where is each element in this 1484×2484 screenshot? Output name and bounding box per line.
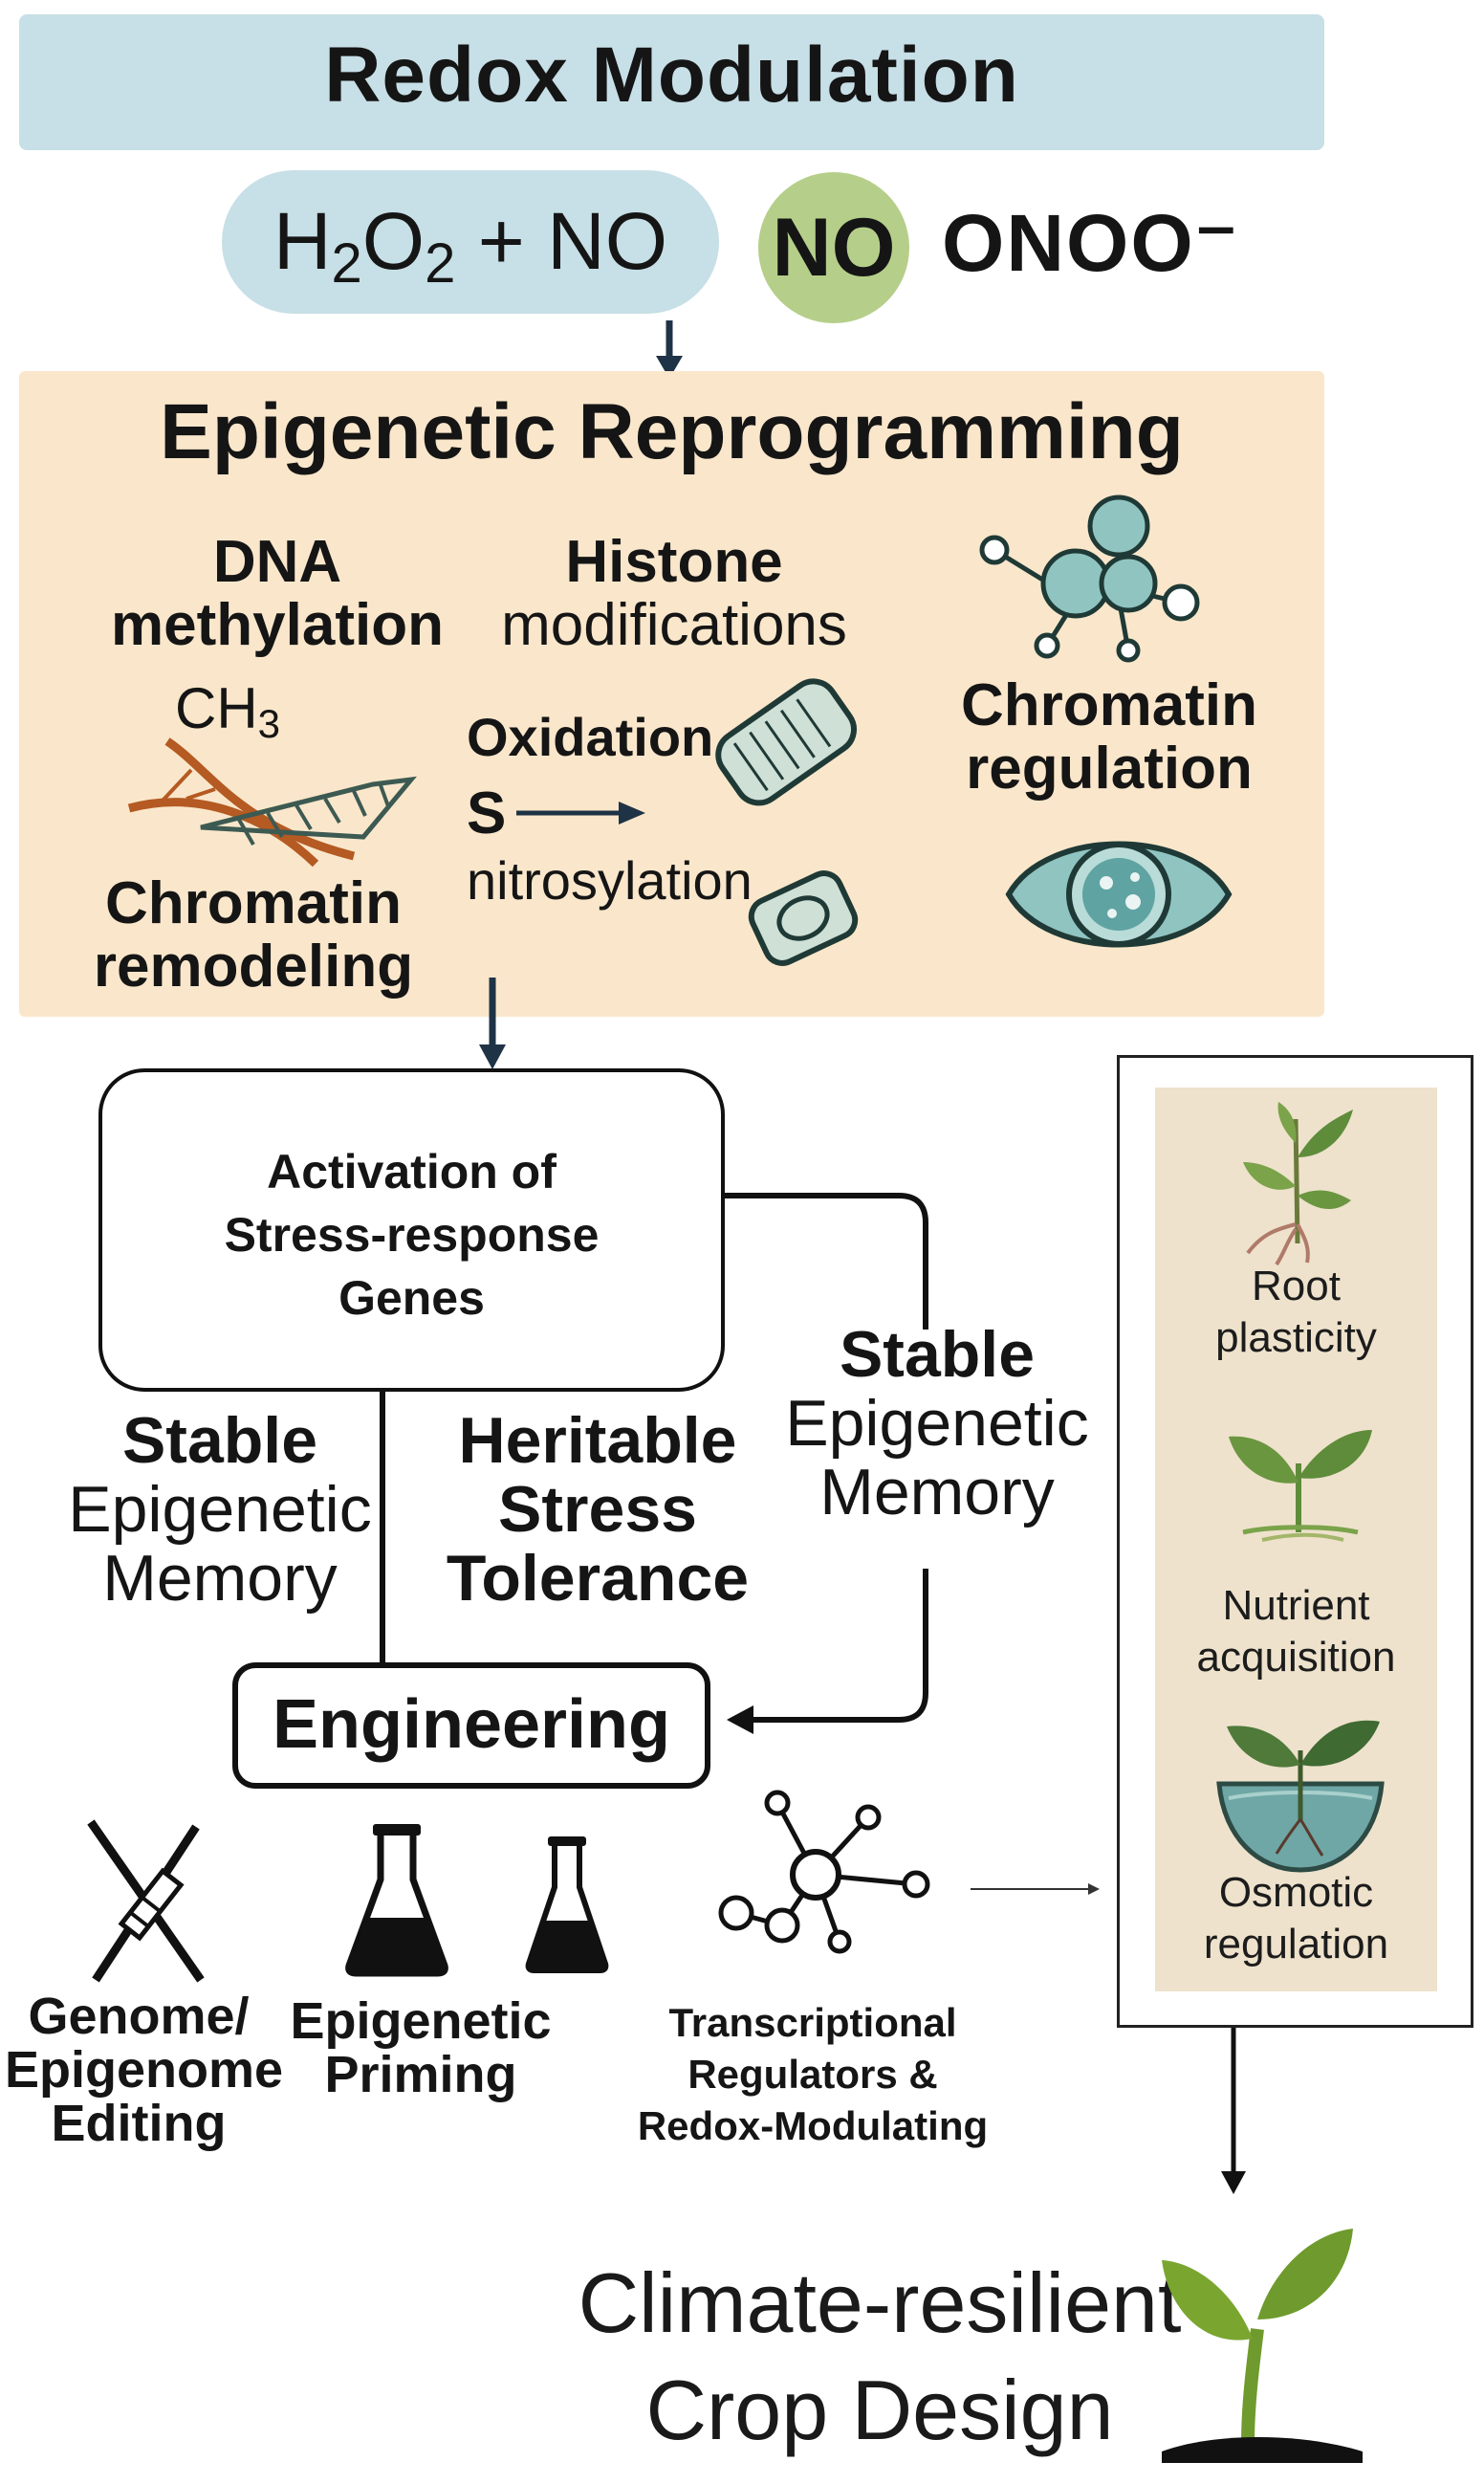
- nutrient-acquisition-label: Nutrient acquisition: [1155, 1580, 1437, 1683]
- transcriptional-label: Transcriptional Regulators & Redox-Modul…: [612, 1997, 1014, 2152]
- dna-methylation-line2: methylation: [111, 592, 444, 658]
- osmotic-line2: regulation: [1203, 1921, 1389, 1967]
- redox-title: Redox Modulation: [324, 32, 1019, 119]
- ch3-label: CH3: [175, 676, 281, 747]
- genome-line1: Genome/: [28, 1988, 250, 2045]
- epigenetic-title: Epigenetic Reprogramming: [160, 388, 1184, 475]
- oxidation-label: Oxidation: [467, 707, 714, 767]
- activation-label: Activation of Stress-response Genes: [98, 1140, 725, 1330]
- left-stable-memory-label: Stable Epigenetic Memory: [38, 1406, 402, 1613]
- heritable-line2: Stress: [498, 1473, 697, 1546]
- nitrosylation-label: nitrosylation: [467, 850, 753, 911]
- activation-box: [98, 1068, 725, 1392]
- trans-line3: Redox-Modulating: [637, 2103, 989, 2148]
- root-plant-icon: [1243, 1102, 1353, 1266]
- redox-banner: [19, 14, 1324, 150]
- left-memory-line2: Epigenetic: [68, 1473, 372, 1546]
- osmotic-regulation-label: Osmotic regulation: [1155, 1867, 1437, 1970]
- activation-line2: Stress-response: [224, 1208, 600, 1262]
- chromatin-regulation-line1: Chromatin: [961, 672, 1257, 738]
- root-line1: Root: [1252, 1263, 1341, 1309]
- engineering-box: [232, 1662, 710, 1789]
- root-plasticity-label: Root plasticity: [1155, 1261, 1437, 1364]
- nitrosylation-arrow: [516, 802, 645, 824]
- chromatin-remodeling-line2: remodeling: [93, 934, 414, 1000]
- genome-line2: Epigenome: [5, 2041, 284, 2099]
- right-memory-line3: Memory: [819, 1456, 1055, 1528]
- network-icon: [718, 1790, 930, 1954]
- h2o2-no-label: H2O2 + NO: [222, 195, 719, 296]
- nucleosome-icon: [748, 870, 859, 966]
- h2o2-no-pill: [222, 170, 719, 314]
- chromatin-remodeling-label: Chromatin remodeling: [81, 872, 426, 999]
- right-memory-line2: Epigenetic: [785, 1387, 1089, 1460]
- s-label: S: [467, 780, 507, 846]
- dna-methylation-label: DNA methylation: [91, 531, 464, 657]
- heritable-line1: Heritable: [458, 1404, 737, 1477]
- engineering-label: Engineering: [272, 1686, 671, 1763]
- priming-line2: Priming: [324, 2046, 517, 2103]
- seedling-icon: [1162, 2229, 1363, 2463]
- final-line1: Climate-resilient: [578, 2255, 1182, 2350]
- right-stable-memory-label: Stable Epigenetic Memory: [775, 1320, 1100, 1527]
- onoo-label: ONOO⁻: [942, 198, 1240, 288]
- genome-editing-icon: [87, 1819, 205, 1983]
- cell-nucleus-icon: [1005, 841, 1233, 948]
- histone-line1: Histone: [565, 529, 783, 595]
- genome-editing-label: Genome/ Epigenome Editing: [5, 1988, 284, 2152]
- osmotic-line1: Osmotic: [1218, 1869, 1374, 1916]
- flask-icon-small: [525, 1836, 609, 1973]
- chromatin-remodeling-line1: Chromatin: [105, 870, 402, 936]
- heritable-line3: Tolerance: [446, 1542, 750, 1615]
- activation-line3: Genes: [338, 1271, 485, 1325]
- final-line2: Crop Design: [645, 2363, 1114, 2457]
- histone-icon: [715, 678, 857, 806]
- histone-line2: modifications: [501, 592, 847, 658]
- trans-line2: Regulators &: [687, 2052, 938, 2097]
- genome-line3: Editing: [51, 2095, 227, 2152]
- species-pair: H2O2 + NO: [273, 196, 668, 295]
- dna-methylation-line1: DNA: [212, 529, 342, 595]
- flask-icon-large: [345, 1824, 448, 1977]
- final-label: Climate-resilient Crop Design: [535, 2250, 1224, 2464]
- trans-line1: Transcriptional: [668, 2000, 957, 2045]
- root-line2: plasticity: [1215, 1314, 1377, 1361]
- left-memory-line1: Stable: [121, 1404, 318, 1477]
- right-memory-line1: Stable: [839, 1318, 1036, 1391]
- priming-line1: Epigenetic: [290, 1992, 552, 2050]
- nutrient-line2: acquisition: [1196, 1634, 1396, 1681]
- epigenetic-priming-label: Epigenetic Priming: [277, 1994, 564, 2101]
- nutrient-line1: Nutrient: [1222, 1582, 1370, 1629]
- no-label: NO: [772, 202, 896, 294]
- left-memory-line3: Memory: [102, 1542, 338, 1615]
- no-circle: [758, 172, 909, 323]
- histone-modifications-label: Histone modifications: [483, 531, 865, 657]
- nutrient-plant-icon: [1229, 1430, 1372, 1542]
- chromatin-regulation-label: Chromatin regulation: [913, 674, 1305, 801]
- activation-line1: Activation of: [267, 1145, 556, 1198]
- molecule-icon: [979, 495, 1200, 663]
- dna-strand-icon: [127, 737, 417, 868]
- heritable-tolerance-label: Heritable Stress Tolerance: [421, 1406, 775, 1613]
- chromatin-regulation-line2: regulation: [966, 736, 1253, 802]
- osmotic-bowl-icon: [1216, 1720, 1385, 1873]
